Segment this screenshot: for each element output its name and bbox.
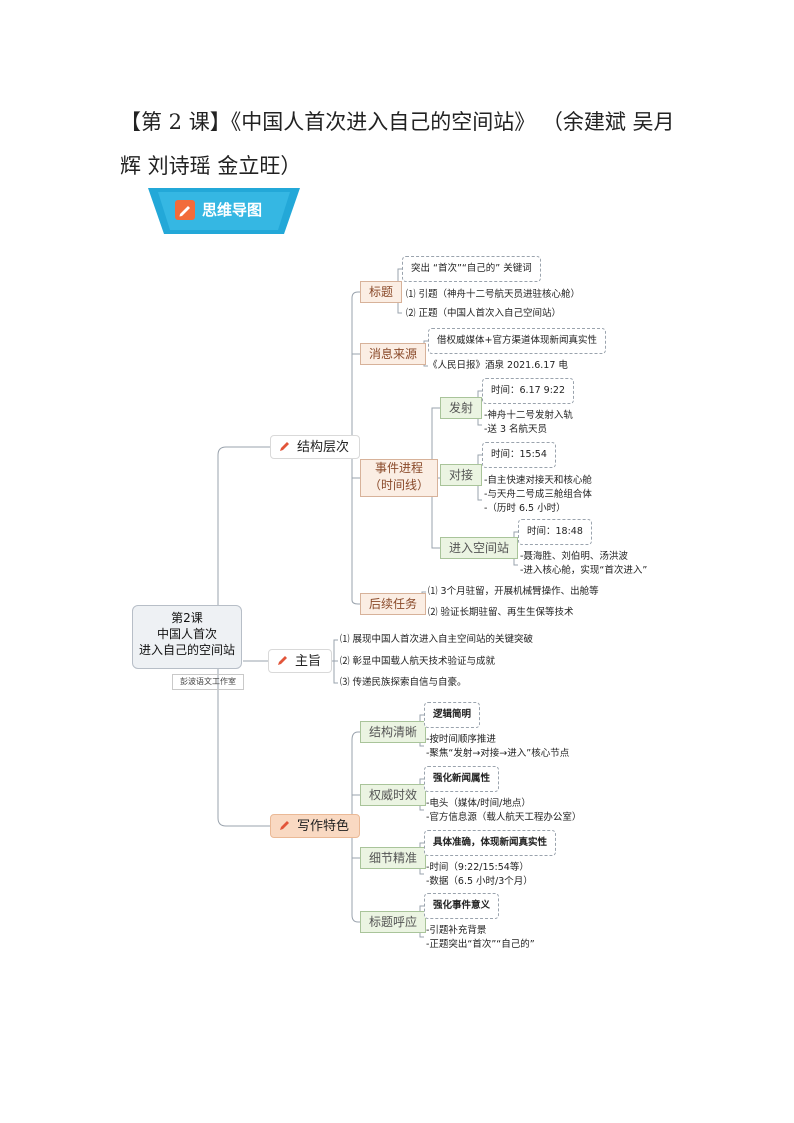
pencil-icon (280, 442, 289, 451)
leaf-enter-2: -进入核心舱，实现“首次进入” (520, 565, 648, 576)
node-process: 事件进程 （时间线） (360, 459, 439, 497)
leaf-theme-3: ⑶ 传递民族探索自信与自豪。 (340, 677, 467, 688)
note-detail: 具体准确，体现新闻真实性 (424, 830, 557, 856)
leaf-echo-2: -正题突出“首次”“自己的” (426, 939, 535, 950)
mind-map-root: 第2课 中国人首次 进入自己的空间站 (132, 605, 242, 669)
node-enter: 进入空间站 (440, 537, 519, 559)
node-follow: 后续任务 (360, 593, 427, 615)
leaf-launch-1: -神舟十二号发射入轨 (484, 410, 573, 421)
note-source: 借权威媒体+官方渠道体现新闻真实性 (428, 328, 606, 354)
document-title: 【第 2 课】《中国人首次进入自己的空间站》 （余建斌 吴月辉 刘诗瑶 金立旺） (120, 110, 675, 178)
note-dock-time: 时间：15:54 (482, 442, 556, 468)
note-auth: 强化新闻属性 (424, 766, 500, 792)
node-detail: 细节精准 (360, 847, 427, 869)
leaf-theme-2: ⑵ 彰显中国载人航天技术验证与成就 (340, 656, 496, 667)
note-echo: 强化事件意义 (424, 893, 500, 919)
leaf-dock-3: -（历时 6.5 小时） (484, 503, 566, 514)
note-clear: 逻辑简明 (424, 702, 481, 728)
leaf-enter-1: -聂海胜、刘伯明、汤洪波 (520, 551, 628, 562)
branch-writing-label: 写作特色 (297, 819, 350, 834)
branch-theme-label: 主旨 (295, 654, 322, 669)
node-source: 消息来源 (360, 343, 427, 365)
leaf-biaoti-1: ⑴ 引题（神舟十二号航天员进驻核心舱） (406, 289, 581, 300)
process-line-2: （时间线） (369, 478, 430, 492)
node-echo: 标题呼应 (360, 911, 427, 933)
leaf-biaoti-2: ⑵ 正题（中国人首次入自己空间站） (406, 308, 562, 319)
leaf-dock-2: -与天舟二号成三舱组合体 (484, 489, 592, 500)
branch-writing: 写作特色 (270, 814, 361, 838)
root-line-1: 第2课 (171, 611, 203, 625)
banner-label: 思维导图 (202, 201, 263, 219)
pencil-icon (278, 656, 287, 665)
root-line-2: 中国人首次 (156, 627, 217, 641)
node-launch: 发射 (440, 397, 483, 419)
leaf-follow-1: ⑴ 3个月驻留，开展机械臂操作、出舱等 (428, 586, 599, 597)
branch-structure-label: 结构层次 (297, 440, 350, 455)
note-enter-time: 时间：18:48 (518, 519, 592, 545)
pencil-icon (280, 821, 289, 830)
leaf-launch-2: -送 3 名航天员 (484, 424, 548, 435)
leaf-follow-2: ⑵ 验证长期驻留、再生生保等技术 (428, 607, 574, 618)
leaf-auth-2: -官方信息源（载人航天工程办公室） (426, 812, 582, 823)
leaf-dock-1: -自主快速对接天和核心舱 (484, 475, 592, 486)
branch-theme: 主旨 (268, 649, 333, 673)
pencil-note-icon (174, 199, 196, 221)
leaf-auth-1: -电头（媒体/时间/地点） (426, 798, 531, 809)
mind-map-banner: 思维导图 (148, 188, 300, 234)
node-biaoti: 标题 (360, 281, 403, 303)
leaf-source: 《人民日报》酒泉 2021.6.17 电 (428, 360, 568, 371)
leaf-clear-1: -按时间顺序推进 (426, 734, 496, 745)
node-clear: 结构清晰 (360, 721, 427, 743)
note-launch-time: 时间：6.17 9:22 (482, 378, 575, 404)
leaf-detail-1: -时间（9:22/15:54等） (426, 862, 529, 873)
leaf-theme-1: ⑴ 展现中国人首次进入自主空间站的关键突破 (340, 634, 534, 645)
process-line-1: 事件进程 (375, 461, 424, 475)
studio-label: 彭波语文工作室 (172, 674, 244, 690)
note-biaoti: 突出 “首次”“自己的” 关键词 (402, 256, 541, 282)
node-dock: 对接 (440, 464, 483, 486)
root-line-3: 进入自己的空间站 (138, 643, 235, 657)
leaf-echo-1: -引题补充背景 (426, 925, 487, 936)
leaf-clear-2: -聚焦“发射→对接→进入”核心节点 (426, 748, 570, 759)
leaf-detail-2: -数据（6.5 小时/3个月） (426, 876, 533, 887)
node-auth: 权威时效 (360, 784, 427, 806)
branch-structure: 结构层次 (270, 435, 361, 459)
